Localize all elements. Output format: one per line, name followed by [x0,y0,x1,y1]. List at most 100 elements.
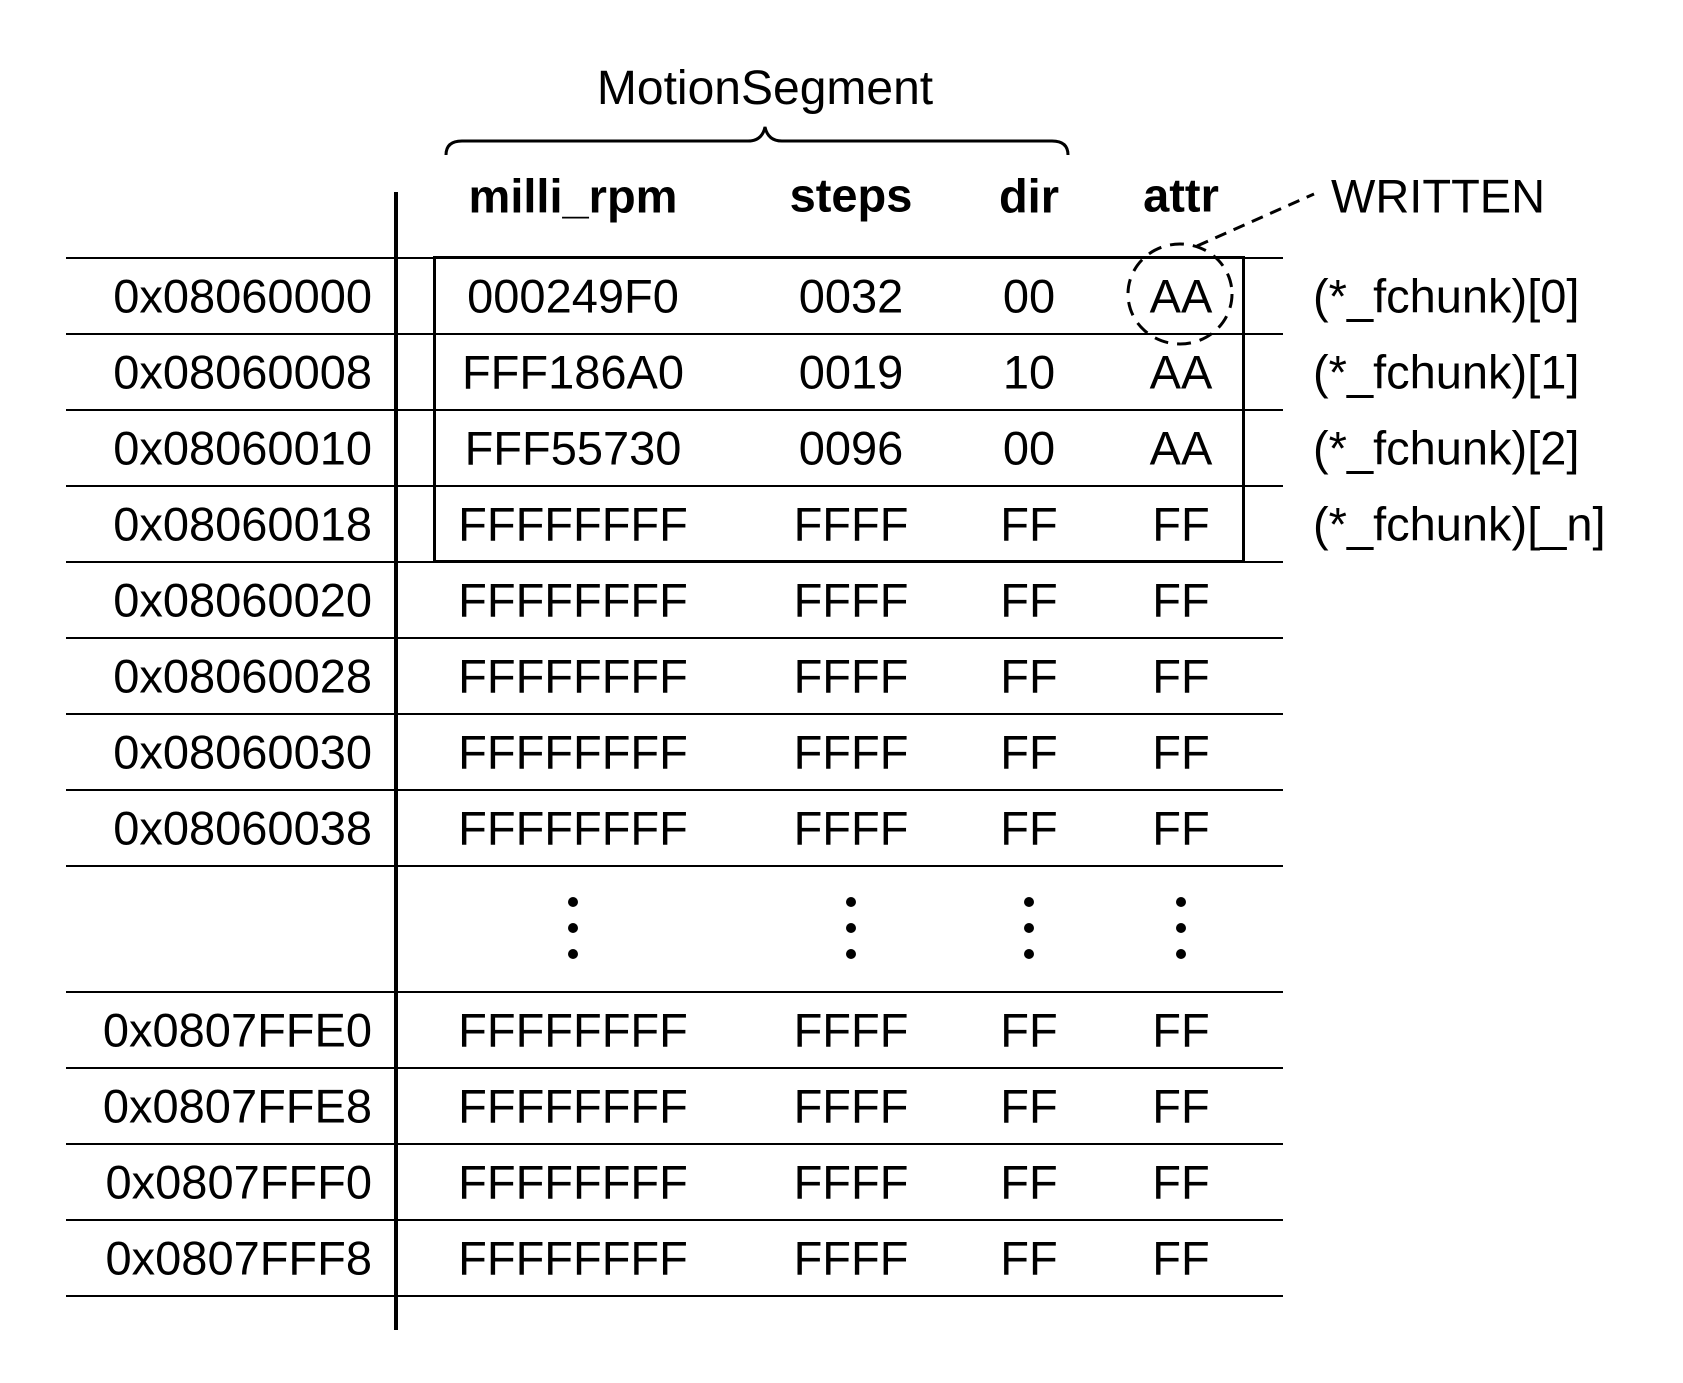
cell-dir: FF [1000,649,1058,703]
written-annotation: WRITTEN [1331,169,1546,223]
row-divider [66,257,1283,259]
column-header-dir: dir [998,169,1060,223]
row-divider [66,1295,1283,1297]
row-divider [66,865,1283,867]
row-divider [66,991,1283,993]
cell-dir: FF [1000,573,1058,627]
row-address: 0x08060018 [113,497,372,551]
row-divider [66,637,1283,639]
row-divider [66,789,1283,791]
row-address: 0x08060038 [113,801,372,855]
chunk-label: (*_fchunk)[1] [1313,345,1580,399]
cell-attr: FF [1152,649,1210,703]
cell-steps: FFFF [793,497,909,551]
cell-steps: FFFF [793,1079,909,1133]
cell-steps: 0019 [798,345,904,399]
row-address: 0x0807FFE0 [102,1003,372,1057]
row-address: 0x08060020 [113,573,372,627]
ellipsis-dot [1176,897,1186,907]
diagram-title: MotionSegment [596,62,934,115]
ellipsis-dot [846,923,856,933]
row-address: 0x08060008 [113,345,372,399]
row-divider [66,713,1283,715]
cell-milli-rpm: FFFFFFFF [458,1003,688,1057]
cell-dir: 10 [1002,345,1056,399]
row-address: 0x08060028 [113,649,372,703]
cell-attr: AA [1149,421,1213,475]
cell-steps: FFFF [793,725,909,779]
cell-steps: FFFF [793,1003,909,1057]
cell-dir: 00 [1002,269,1056,323]
row-divider [66,561,1283,563]
cell-attr: FF [1152,801,1210,855]
row-divider [66,1219,1283,1221]
column-header-steps: steps [789,168,913,222]
cell-attr: FF [1152,1155,1210,1209]
cell-milli-rpm: FFFFFFFF [458,649,688,703]
cell-milli-rpm: FFFFFFFF [458,1079,688,1133]
cell-attr: FF [1152,1003,1210,1057]
ellipsis-dot [846,897,856,907]
cell-attr: FF [1152,725,1210,779]
cell-steps: FFFF [793,801,909,855]
cell-attr: AA [1149,345,1213,399]
row-divider [66,333,1283,335]
row-divider [66,1067,1283,1069]
brace [444,126,1070,156]
cell-milli-rpm: FFF55730 [464,421,682,475]
row-address: 0x08060000 [113,269,372,323]
row-divider [66,1143,1283,1145]
row-address: 0x0807FFE8 [102,1079,372,1133]
column-header-attr: attr [1143,168,1219,222]
cell-steps: FFFF [793,573,909,627]
cell-milli-rpm: FFFFFFFF [458,801,688,855]
cell-milli-rpm: FFF186A0 [461,345,685,399]
cell-dir: FF [1000,1003,1058,1057]
row-divider [66,485,1283,487]
cell-attr: FF [1152,1231,1210,1285]
ellipsis-dot [1024,923,1034,933]
cell-steps: FFFF [793,1155,909,1209]
ellipsis-dot [1024,897,1034,907]
chunk-label: (*_fchunk)[_n] [1313,497,1606,551]
row-divider [66,409,1283,411]
ellipsis-dot [568,949,578,959]
cell-steps: 0096 [798,421,904,475]
cell-dir: FF [1000,1155,1058,1209]
chunk-label: (*_fchunk)[2] [1313,421,1580,475]
ellipsis-dot [568,897,578,907]
chunk-label: (*_fchunk)[0] [1313,269,1580,323]
cell-attr: FF [1152,497,1210,551]
column-header-milli-rpm: milli_rpm [468,169,678,223]
written-highlight-circle [1126,242,1234,346]
ellipsis-dot [1024,949,1034,959]
cell-attr: FF [1152,573,1210,627]
cell-milli-rpm: FFFFFFFF [458,1155,688,1209]
cell-attr: AA [1149,269,1213,323]
callout-line [1196,192,1315,248]
ellipsis-dot [1176,949,1186,959]
address-divider [394,192,398,1330]
cell-dir: FF [1000,1079,1058,1133]
ellipsis-dot [568,923,578,933]
cell-attr: FF [1152,1079,1210,1133]
cell-milli-rpm: FFFFFFFF [458,725,688,779]
row-address: 0x08060030 [113,725,372,779]
cell-dir: FF [1000,497,1058,551]
row-address: 0x0807FFF0 [105,1155,372,1209]
cell-milli-rpm: FFFFFFFF [458,497,688,551]
cell-milli-rpm: FFFFFFFF [458,1231,688,1285]
cell-dir: FF [1000,801,1058,855]
cell-milli-rpm: 000249F0 [467,269,679,323]
row-address: 0x0807FFF8 [105,1231,372,1285]
row-address: 0x08060010 [113,421,372,475]
cell-dir: FF [1000,725,1058,779]
cell-dir: FF [1000,1231,1058,1285]
cell-dir: 00 [1002,421,1056,475]
cell-steps: FFFF [793,1231,909,1285]
ellipsis-dot [846,949,856,959]
cell-steps: FFFF [793,649,909,703]
ellipsis-dot [1176,923,1186,933]
